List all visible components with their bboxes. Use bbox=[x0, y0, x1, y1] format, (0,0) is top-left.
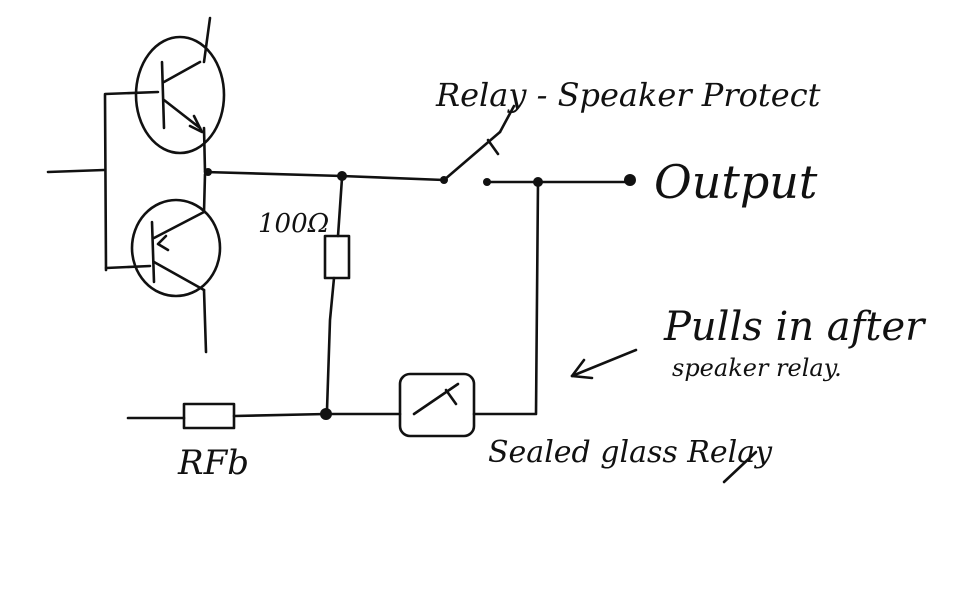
sealed-glass-relay bbox=[398, 372, 476, 438]
resistor-100 bbox=[323, 234, 351, 280]
junction-node bbox=[204, 168, 212, 176]
output-label: Output bbox=[654, 155, 818, 209]
glass-relay-label: Sealed glass Relay bbox=[488, 435, 773, 470]
note-line-2: speaker relay. bbox=[672, 354, 842, 382]
output-terminal bbox=[624, 174, 636, 186]
base-bus-wire bbox=[103, 93, 108, 272]
resistor-wire-top bbox=[336, 176, 344, 238]
feedback-wire-right bbox=[232, 412, 402, 418]
junction-node bbox=[320, 408, 332, 420]
feedback-resistor bbox=[182, 402, 236, 430]
note-arrow bbox=[570, 348, 638, 380]
upper-collector-wire bbox=[202, 16, 212, 64]
relay-title-label: Relay - Speaker Protect bbox=[435, 76, 821, 114]
upper-emitter-wire bbox=[202, 126, 207, 174]
output-wire bbox=[203, 170, 446, 182]
lower-emitter-wire bbox=[202, 172, 207, 214]
input-wire bbox=[46, 168, 106, 174]
junction-node bbox=[337, 171, 347, 181]
resistor-value-label: 100Ω bbox=[258, 209, 329, 239]
note-line-1: Pulls in after bbox=[663, 304, 927, 350]
upper-transistor bbox=[134, 35, 226, 155]
resistor-wire-bottom bbox=[325, 276, 336, 412]
feedback-resistor-label: RFb bbox=[177, 443, 249, 483]
relay-label-pointer bbox=[498, 104, 516, 134]
lower-collector-wire bbox=[202, 288, 208, 354]
lower-base-wire bbox=[104, 264, 152, 270]
speaker-relay-switch bbox=[440, 130, 502, 186]
glass-relay-wire bbox=[472, 180, 540, 416]
lower-transistor bbox=[130, 198, 222, 298]
upper-base-wire bbox=[103, 90, 160, 96]
glass-relay-label-tail bbox=[722, 450, 758, 484]
